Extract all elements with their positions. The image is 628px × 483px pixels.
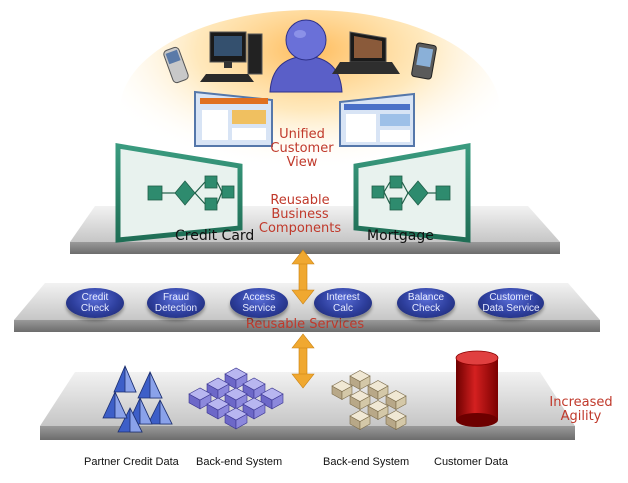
credit-card-component-panel (115, 143, 243, 243)
data-source-label: Partner Credit Data (84, 456, 179, 468)
service-fraud-detection: Fraud Detection (147, 288, 205, 318)
user-icon (269, 19, 343, 93)
desktop-computer-icon (200, 31, 263, 82)
mortgage-component-panel (353, 143, 471, 243)
pda-device-icon (411, 42, 437, 80)
database-cylinder-icon (455, 350, 499, 427)
credit-card-label: Credit Card (175, 228, 255, 244)
pyramid-cluster-icon (102, 364, 173, 433)
mobile-phone-icon (163, 46, 189, 84)
unified-customer-view-label: Unified Customer View (270, 127, 334, 170)
browser-screen-left-icon (194, 90, 273, 147)
data-source-label: Back-end System (323, 456, 410, 468)
purple-cubes-icon (188, 367, 284, 430)
reusable-business-components-label: Reusable Business Components (258, 193, 342, 236)
mortgage-label: Mortgage (367, 228, 434, 244)
arrow-top-to-middle (291, 249, 315, 305)
reusable-services-label: Reusable Services (245, 317, 365, 332)
laptop-icon (332, 31, 400, 74)
service-credit-check: Credit Check (66, 288, 124, 318)
arrow-middle-to-bottom (291, 333, 315, 389)
tan-cubes-icon (331, 370, 407, 431)
browser-screen-right-icon (339, 92, 415, 147)
service-access-service: Access Service (230, 288, 288, 318)
bottom-platform (40, 372, 575, 440)
increased-agility-label: Increased Agility (549, 395, 613, 424)
service-customer-data-service: Customer Data Service (478, 288, 544, 318)
service-interest-calc: Interest Calc (314, 288, 372, 318)
data-source-label: Back-end System (196, 456, 283, 468)
service-balance-check: Balance Check (397, 288, 455, 318)
data-source-label: Customer Data (434, 456, 508, 468)
